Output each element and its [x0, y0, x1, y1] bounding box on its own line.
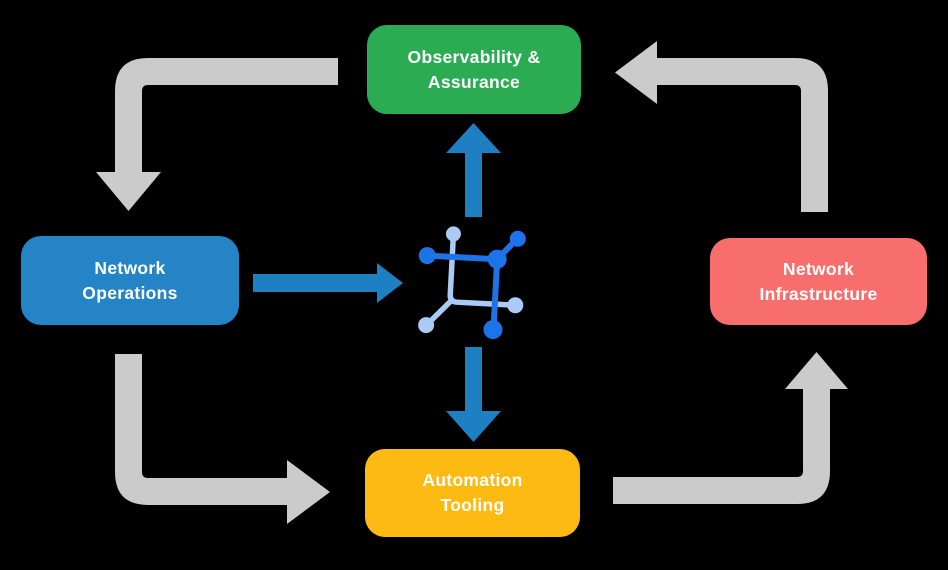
node-network-operations: Network Operations [21, 236, 239, 325]
node-observability-assurance: Observability & Assurance [367, 25, 581, 114]
arrow-operations-to-icon [253, 263, 403, 303]
node-label-line: Tooling [440, 495, 505, 515]
network-fabric-icon [418, 226, 526, 340]
arrow-automation-to-infrastructure [613, 352, 848, 504]
node-label-line: Network [782, 258, 855, 279]
node-network-infrastructure: Network Infrastructure [710, 238, 927, 325]
node-label-line: Observability & [407, 46, 541, 67]
arrow-icon-to-observability [446, 123, 501, 217]
arrow-icon-to-automation [446, 347, 501, 442]
arrow-observability-to-operations [96, 58, 338, 211]
node-label-line: Operations [82, 282, 178, 303]
arrow-infrastructure-to-observability [615, 41, 828, 212]
node-label-line: Network [94, 257, 166, 278]
node-label-line: Assurance [427, 71, 521, 92]
node-automation-tooling: Automation Tooling [365, 449, 580, 537]
node-label-line: Automation [422, 470, 523, 490]
arrow-operations-to-automation [115, 354, 330, 524]
node-label-line: Infrastructure [759, 283, 878, 304]
